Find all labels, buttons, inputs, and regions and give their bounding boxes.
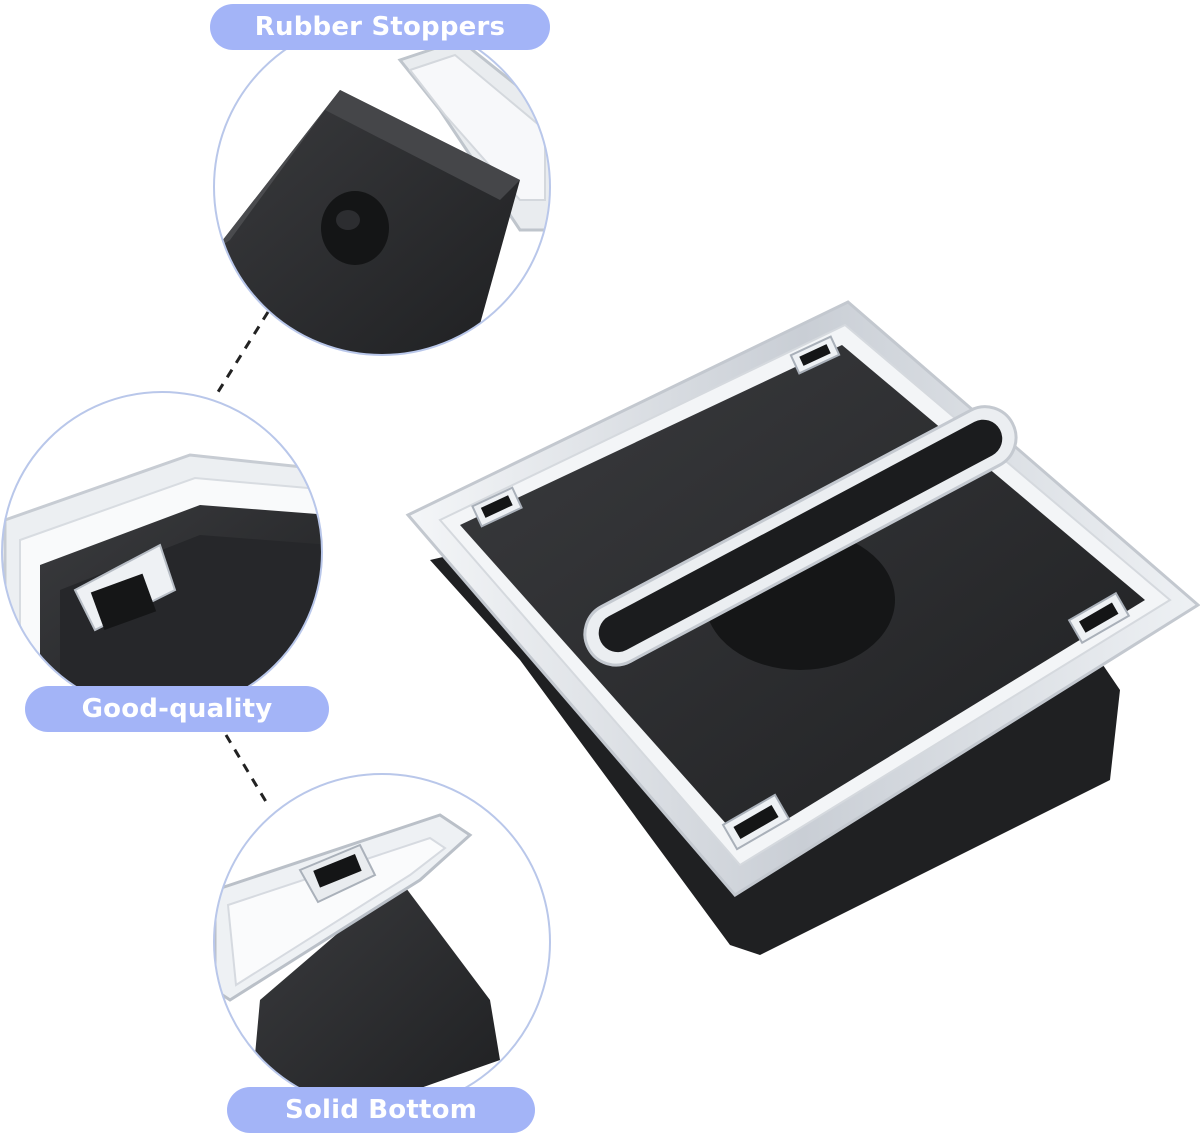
rubber-stopper-closeup bbox=[214, 19, 550, 355]
good-quality-closeup bbox=[2, 392, 322, 712]
connector-line-top bbox=[216, 311, 270, 393]
label-good-quality: Good-quality bbox=[25, 686, 329, 732]
connector-line-bottom bbox=[224, 734, 270, 806]
dispenser-product bbox=[405, 300, 1200, 955]
solid-bottom-closeup bbox=[214, 774, 550, 1110]
label-rubber-stoppers: Rubber Stoppers bbox=[210, 4, 550, 50]
label-solid-bottom: Solid Bottom bbox=[227, 1087, 535, 1133]
